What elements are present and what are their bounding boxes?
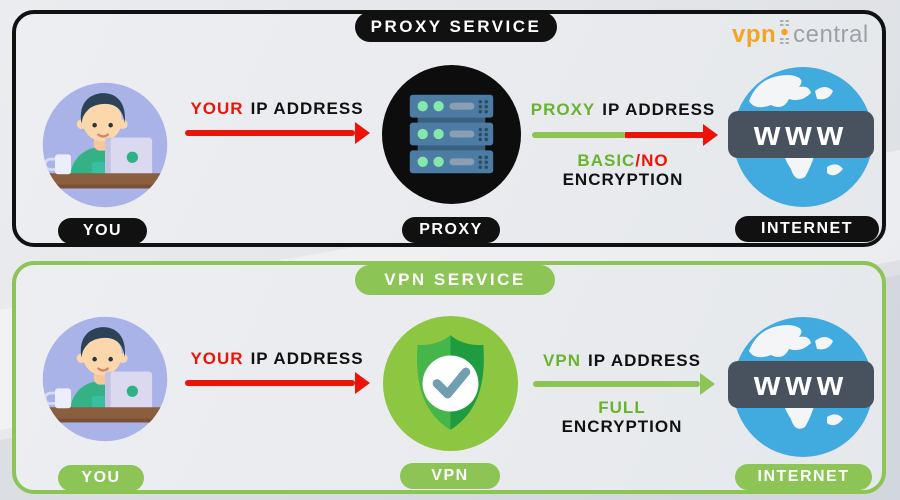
internet-pill-proxy: INTERNET (735, 216, 879, 242)
vpn-encryption-label: FULL ENCRYPTION (561, 398, 683, 436)
person-at-desk-icon-vpn (39, 313, 171, 445)
shield-check-icon (383, 316, 518, 451)
internet-pill-vpn: INTERNET (735, 464, 872, 490)
proxy-panel-title: PROXY SERVICE (355, 12, 557, 42)
vpncentral-logo: vpn central (732, 19, 869, 50)
logo-divider-icon (779, 19, 790, 50)
you-pill-vpn: YOU (58, 465, 144, 491)
you-pill-proxy: YOU (58, 218, 147, 244)
proxy-encryption-label: BASIC/NO ENCRYPTION (562, 151, 684, 189)
www-banner-proxy: www (728, 111, 874, 158)
person-at-desk-icon-proxy (39, 79, 171, 211)
vpn-panel-title: VPN SERVICE (355, 265, 555, 295)
vpn-service-panel: VPN SERVICE (12, 261, 886, 494)
logo-vpn-text: vpn (732, 20, 777, 48)
proxy-pill: PROXY (402, 217, 500, 243)
logo-central-text: central (793, 20, 869, 48)
vpn-pill: VPN (400, 463, 500, 489)
proxy-service-panel: PROXY SERVICE vpn central (12, 10, 886, 247)
www-banner-vpn: www (728, 361, 874, 408)
server-rack-icon (382, 65, 521, 204)
